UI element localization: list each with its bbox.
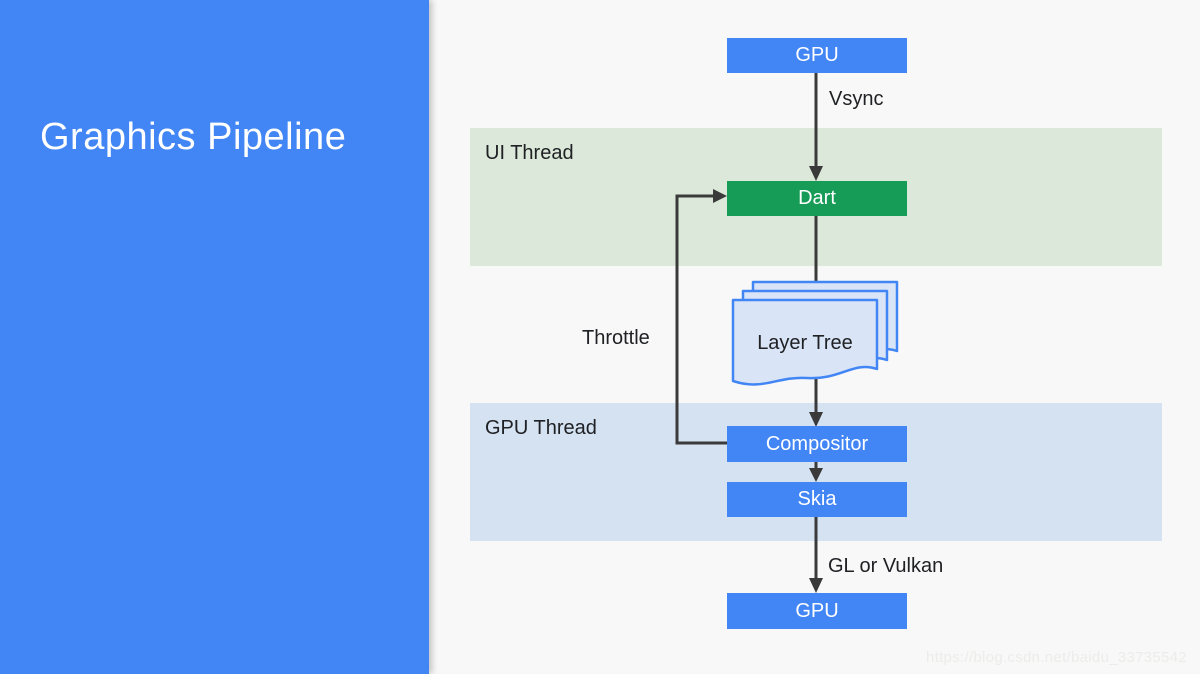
dart-node: Dart (727, 181, 907, 216)
gpu-top-node-label: GPU (795, 44, 839, 66)
gl-or-vulkan-label: GL or Vulkan (828, 555, 944, 577)
throttle-loop-arrow-icon (675, 189, 727, 445)
layer-tree-label: Layer Tree (757, 332, 853, 354)
skia-node: Skia (727, 482, 907, 517)
gpu-bottom-node-label: GPU (795, 599, 839, 622)
compositor-node-label: Compositor (765, 432, 869, 455)
watermark: https://blog.csdn.net/baidu_33735542 (925, 649, 1187, 666)
dart-node-label: Dart (798, 187, 836, 209)
skia-node-label: Skia (797, 488, 837, 510)
gpu-top-node: GPU (727, 38, 907, 73)
throttle-label: Throttle (582, 327, 650, 349)
vsync-label: Vsync (829, 88, 884, 110)
arrow-down-vsync-icon (809, 73, 823, 181)
layer-tree-stack-icon (731, 280, 899, 386)
compositor-node: Compositor (727, 426, 907, 462)
gpu-bottom-node: GPU (727, 593, 907, 629)
ui-thread-label: UI Thread (485, 142, 574, 164)
arrow-down-compositor-skia-icon (809, 462, 823, 482)
title-panel: Graphics Pipeline (0, 0, 429, 674)
gpu-thread-label: GPU Thread (485, 417, 597, 439)
page-title: Graphics Pipeline (40, 116, 347, 158)
arrow-down-gl-icon (809, 517, 823, 593)
